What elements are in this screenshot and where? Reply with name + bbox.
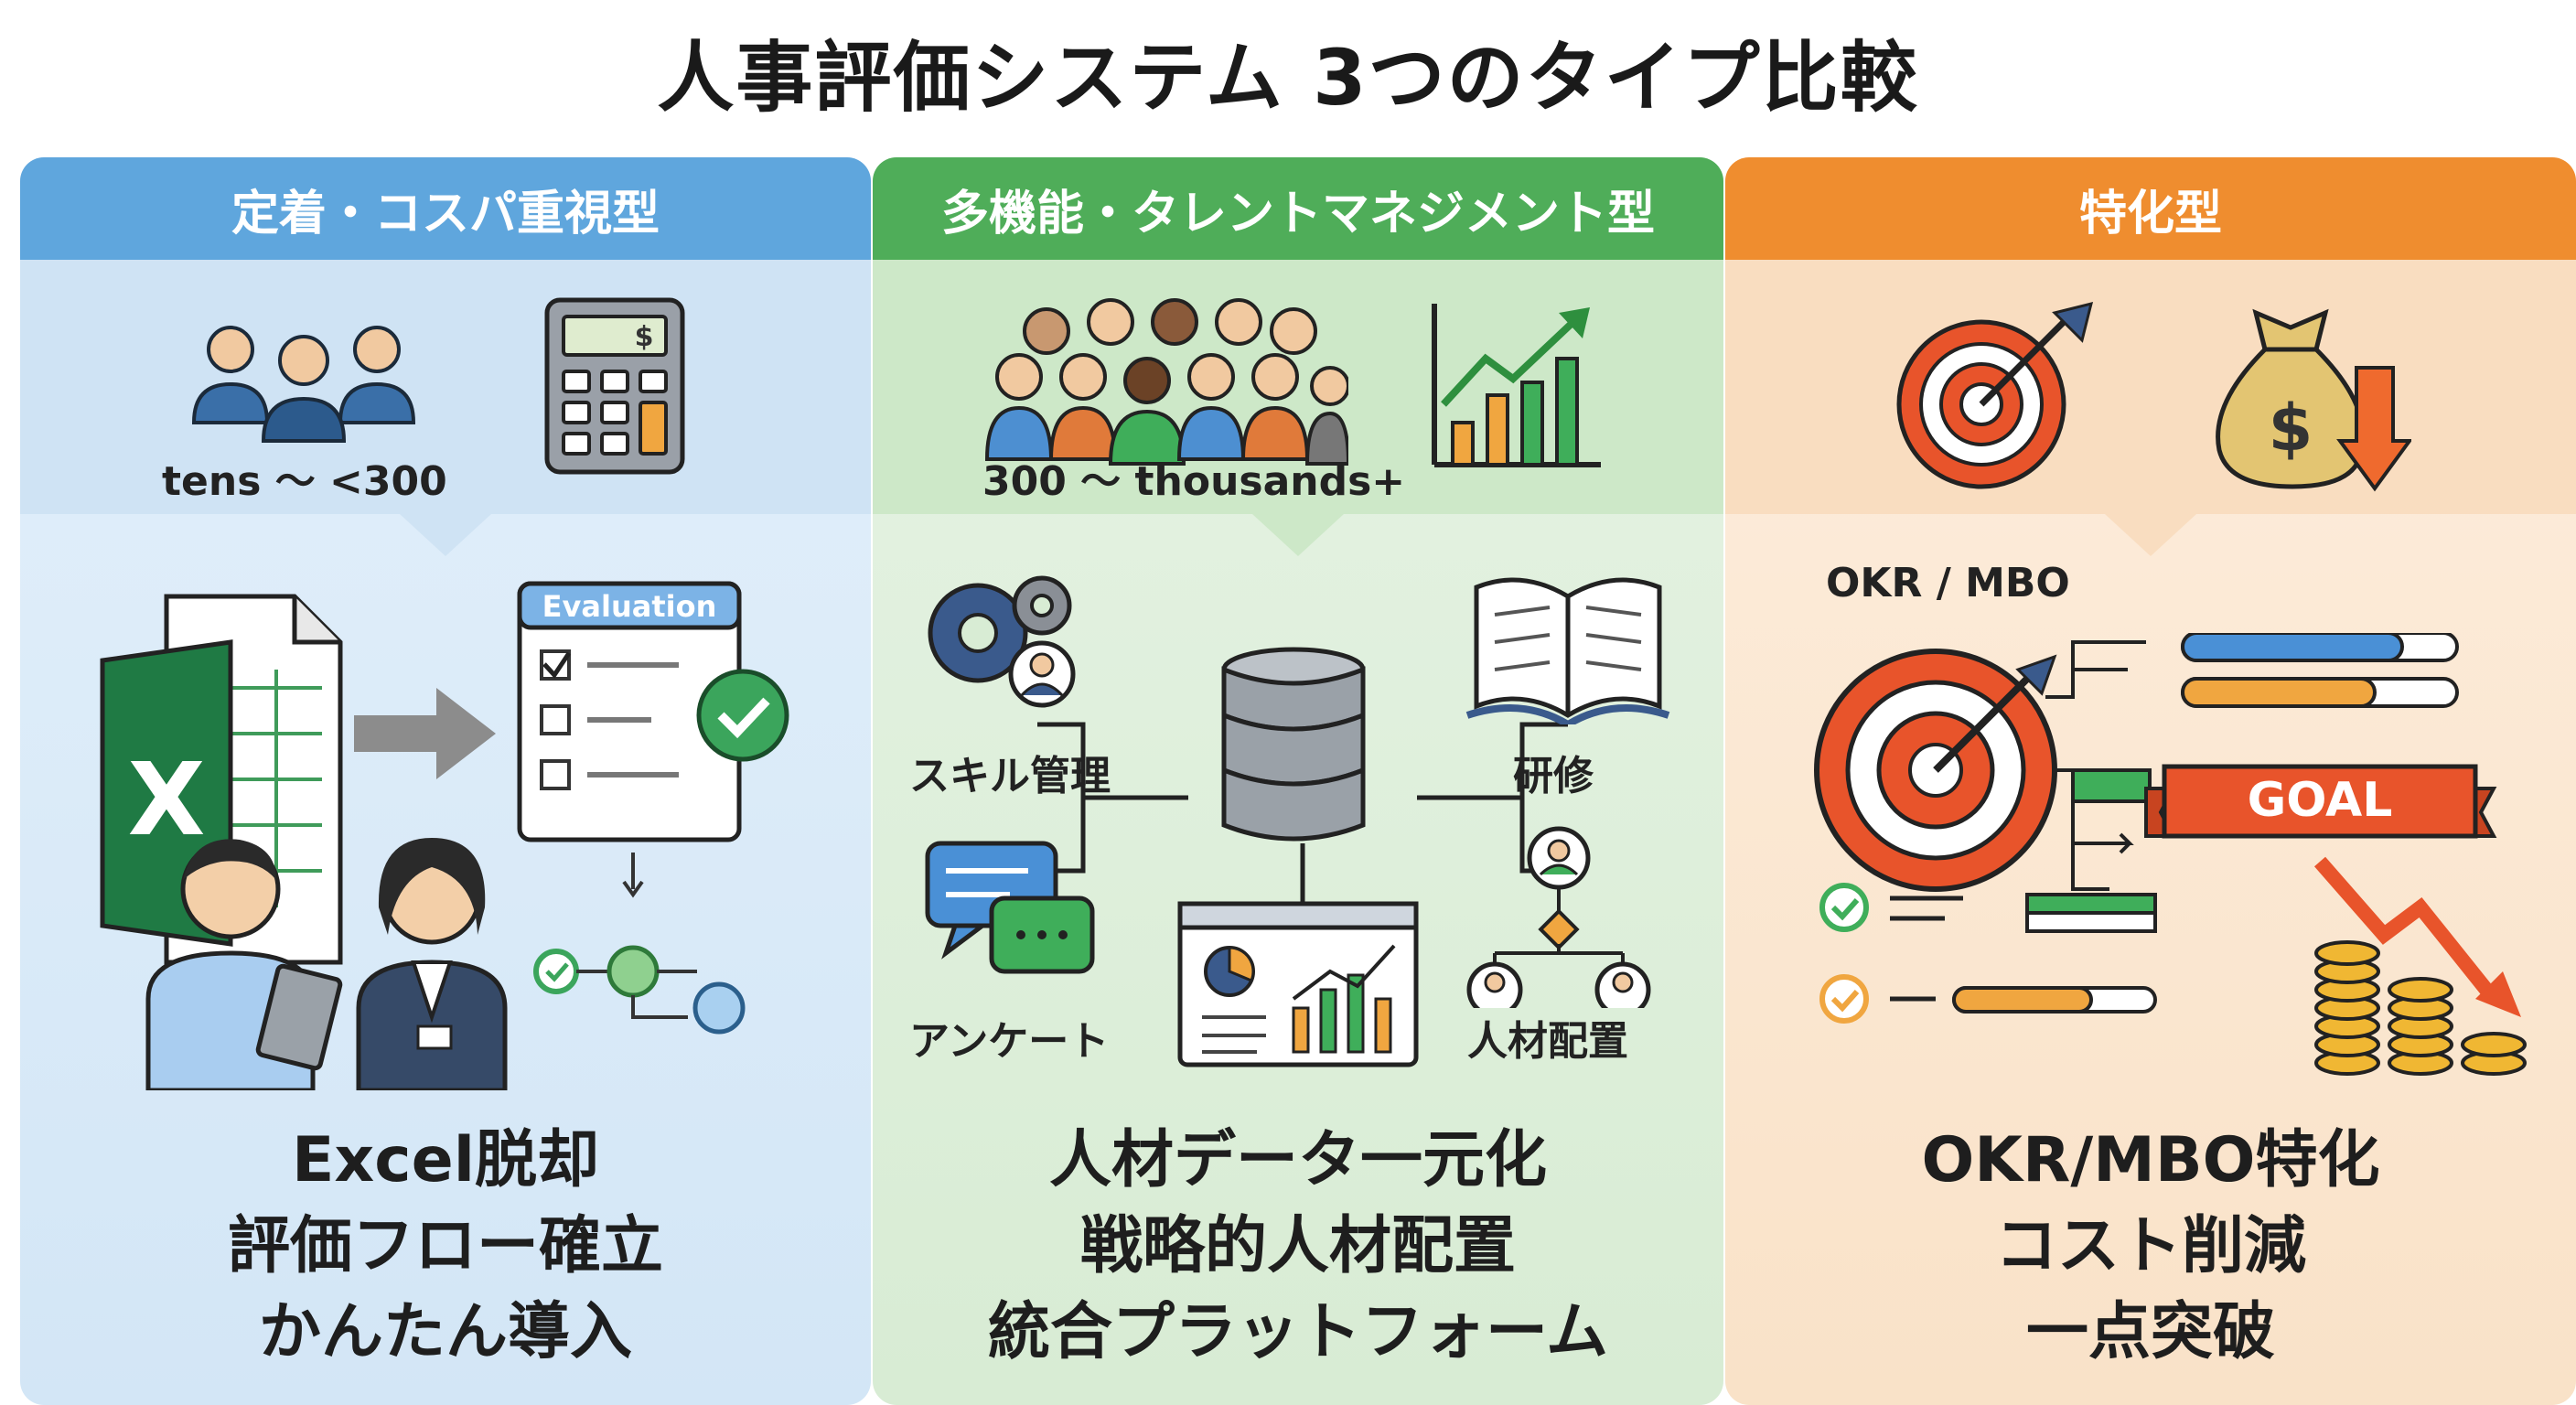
placement-label: 人材配置 [1467, 1018, 1628, 1065]
growth-chart-icon [1432, 304, 1601, 467]
scale-range: 300 ～ thousands+ [982, 458, 1406, 505]
training-label: 研修 [1513, 753, 1594, 799]
panel-header: 特化型 [1725, 157, 2576, 260]
feature-line: コスト削減 [1994, 1210, 2306, 1282]
goal-label: GOAL [2248, 773, 2393, 828]
feature-list: Excel脱却 評価フロー確立 かんたん導入 [20, 1118, 871, 1376]
panel-talent-management: 多機能・タレントマネジメント型 300 ～ thousands+ [873, 157, 1723, 1405]
feature-line: 戦略的人材配置 [1079, 1210, 1516, 1282]
connector-lines [1037, 722, 1568, 935]
svg-text:X: X [128, 741, 206, 858]
skill-management-label: スキル管理 [909, 753, 1111, 799]
evaluation-form-icon: Evaluation [517, 581, 789, 1035]
book-icon [1465, 577, 1670, 724]
feature-line: 一点突破 [2025, 1296, 2275, 1368]
band-pointer [2105, 514, 2196, 556]
chat-bubbles-icon [925, 841, 1095, 974]
large-group-icon [984, 298, 1348, 466]
scale-band [1725, 260, 2576, 514]
panel-cost-focused: 定着・コスパ重視型 tens ～ <300 $ X [20, 157, 871, 1405]
money-bag-down-icon: $ [2216, 308, 2411, 492]
gears-icon [928, 575, 1076, 708]
scale-band [20, 260, 871, 514]
feature-line: OKR/MBO特化 [1921, 1124, 2380, 1196]
scale-range: tens ～ <300 [162, 458, 447, 505]
feature-line: かんたん導入 [258, 1296, 632, 1368]
band-pointer [1252, 514, 1344, 556]
panel-specialized: 特化型 $ OKR / MBO [1725, 157, 2576, 1405]
okr-mbo-label: OKR / MBO [1826, 560, 2070, 606]
feature-line: 評価フロー確立 [227, 1210, 663, 1282]
feature-list: 人材データ一元化 戦略的人材配置 統合プラットフォーム [873, 1118, 1723, 1376]
feature-line: 統合プラットフォーム [988, 1296, 1608, 1368]
panel-header: 多機能・タレントマネジメント型 [873, 157, 1723, 260]
analytics-dashboard-icon [1177, 901, 1419, 1067]
small-team-icon [191, 326, 416, 443]
svg-text:$: $ [2269, 391, 2313, 466]
org-chart-icon [1466, 826, 1651, 1008]
feature-list: OKR/MBO特化 コスト削減 一点突破 [1725, 1118, 2576, 1376]
employees-illustration [145, 838, 508, 1090]
database-icon [1221, 647, 1366, 842]
band-pointer [400, 514, 491, 556]
survey-label: アンケート [909, 1018, 1110, 1065]
target-icon [1896, 301, 2094, 489]
okr-goal-illustration: GOAL [1814, 633, 2527, 1076]
evaluation-label: Evaluation [542, 589, 717, 624]
page-title: 人事評価システム 3つのタイプ比較 [657, 33, 1919, 123]
arrow-right-icon [354, 688, 496, 779]
svg-text:$: $ [635, 321, 654, 353]
panel-header: 定着・コスパ重視型 [20, 157, 871, 260]
feature-line: Excel脱却 [291, 1124, 600, 1196]
feature-line: 人材データ一元化 [1048, 1124, 1547, 1196]
calculator-icon: $ [544, 297, 685, 475]
